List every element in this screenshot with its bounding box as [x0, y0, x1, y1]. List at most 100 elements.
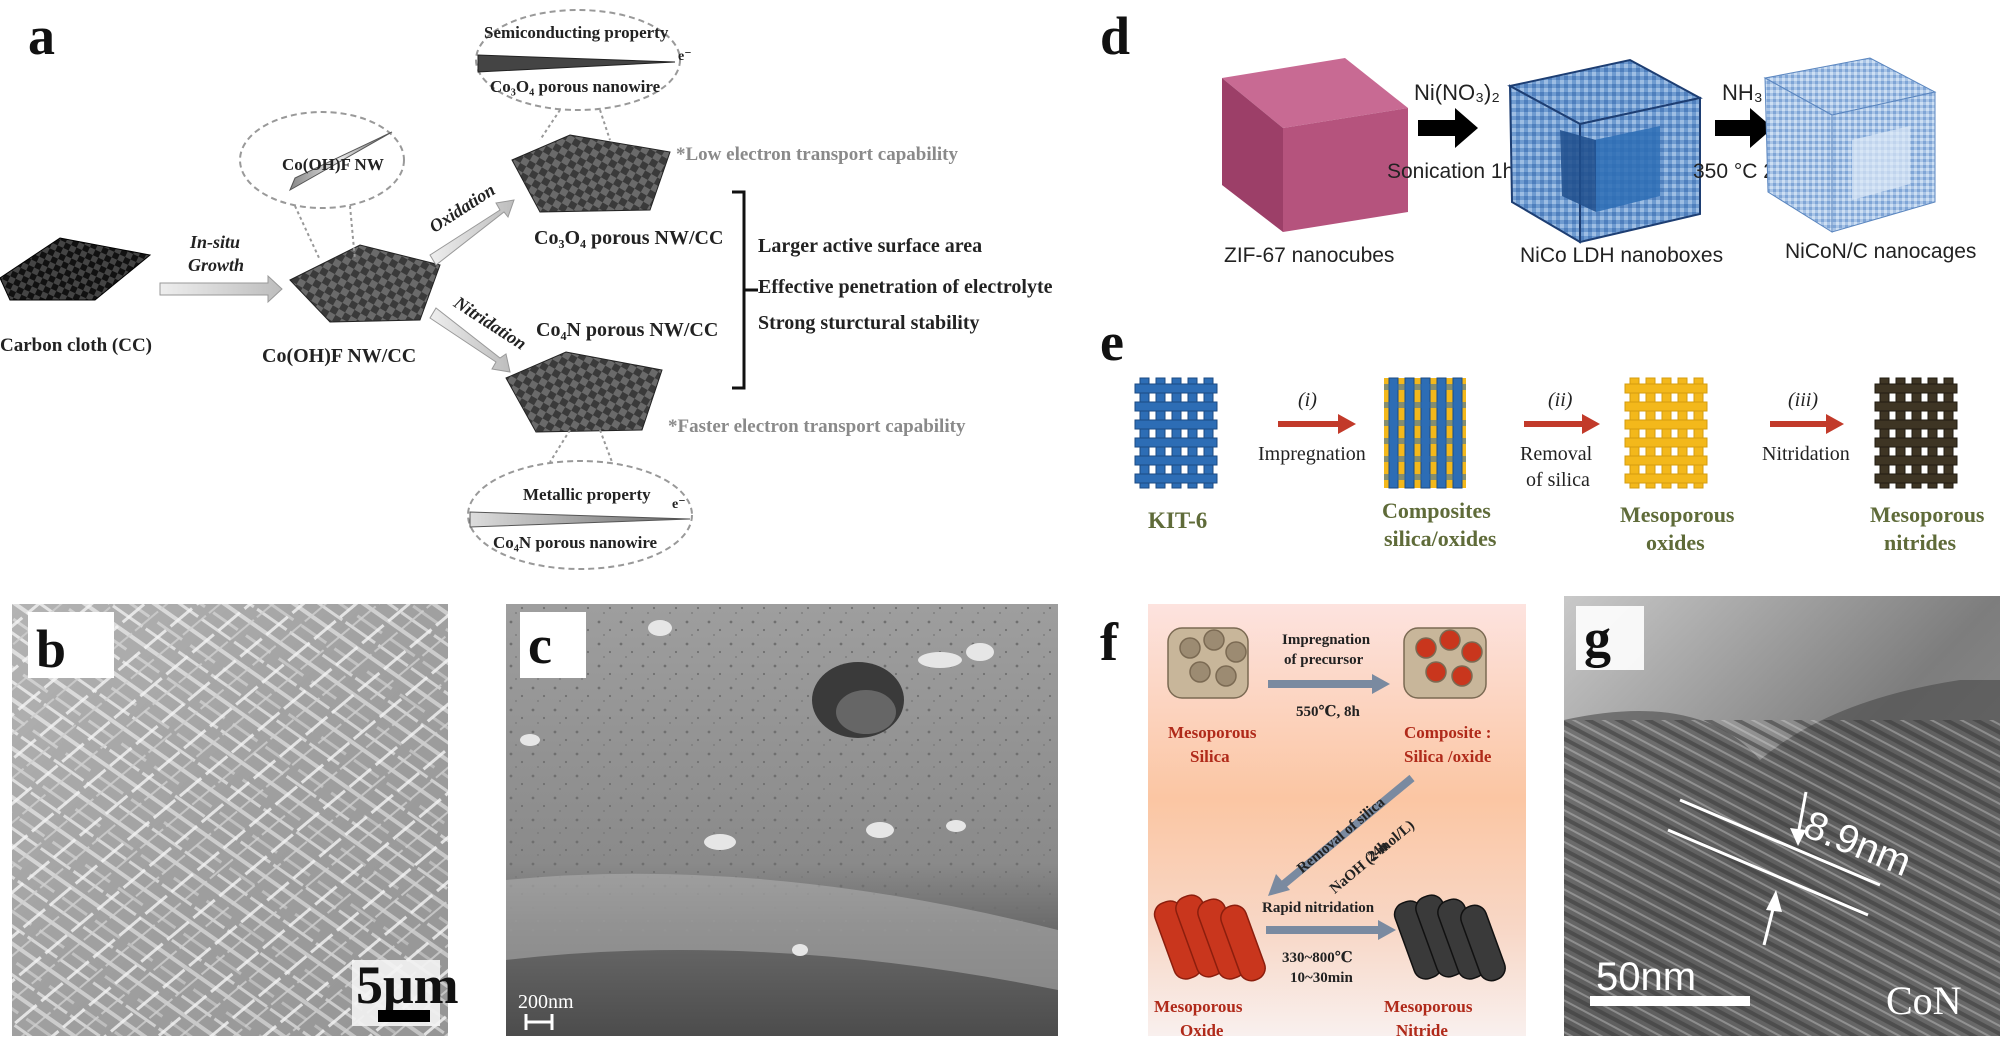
scale-bar-g [1590, 996, 1750, 1006]
step1-top: Ni(NO₃)₂ [1414, 80, 1500, 105]
step2-bottom: 350 °C 2h [1693, 160, 1787, 183]
co4n-nanowire-label: Co₄N porous nanowire [493, 533, 658, 552]
mesoporous-oxides-label-1: Mesoporous [1620, 502, 1735, 527]
panel-b: b 5μm [12, 604, 459, 1036]
metallic-label: Metallic property [523, 485, 651, 504]
impregnation-1: Impregnation [1282, 632, 1371, 648]
benefit-1: Larger active surface area [758, 235, 982, 257]
cooh-nwcc-label: Co(OH)F NW/CC [262, 345, 416, 367]
co4n-needle [469, 511, 691, 528]
step-iii-label: Nitridation [1762, 443, 1850, 465]
meso-oxide-1: Mesoporous [1154, 997, 1243, 1016]
silica-bundle [1167, 627, 1249, 699]
panel-label-g: g [1584, 608, 1611, 668]
step-i: (i) [1298, 389, 1317, 411]
nitrides-lattice [1874, 377, 1958, 489]
fringe-line-2 [1667, 828, 1869, 917]
arrow-up [1762, 904, 1776, 946]
step-ii: (ii) [1548, 389, 1573, 411]
step1-arrow [1418, 108, 1478, 148]
scale-c: 200nm [518, 991, 574, 1013]
composite-2: Silica /oxide [1404, 747, 1492, 766]
panel-e: e KIT-6 (i) Impregnation [1100, 312, 1985, 555]
mesoporous-oxides-label-2: oxides [1646, 530, 1705, 555]
meso-nitride-2: Nitride [1396, 1021, 1448, 1037]
step2-arrow [1715, 108, 1773, 148]
step-ii-label-1: Removal [1520, 443, 1593, 465]
benefit-2: Effective penetration of electrolyte [758, 276, 1053, 298]
impregnation-2: of precursor [1284, 652, 1364, 668]
co3o4-nwcc-label: Co₃O₄ porous NW/CC [534, 227, 723, 249]
temp1: 550℃, 8h [1296, 704, 1360, 720]
bracket [732, 190, 746, 390]
composite-1: Composite : [1404, 723, 1491, 742]
composites-label-1: Composites [1382, 498, 1491, 523]
panel-label-c: c [528, 615, 552, 675]
meso-nitride-1: Mesoporous [1384, 997, 1473, 1016]
low-electron-label: *Low electron transport capability [676, 144, 958, 165]
faster-electron-label: *Faster electron transport capability [668, 416, 966, 437]
insitu-label: In-situ [189, 232, 240, 252]
panel-label-f: f [1100, 612, 1119, 672]
step-iii: (iii) [1788, 389, 1818, 411]
nanocages-label: NiCoN/C nanocages [1785, 240, 1976, 263]
panel-f: f Mesoporous Silica Impregnation of prec… [1100, 604, 1526, 1037]
composites-lattice [1384, 377, 1466, 489]
panel-label-e: e [1100, 312, 1124, 372]
composite-bundle [1403, 627, 1487, 699]
surface-particles [520, 620, 994, 956]
kit6-label: KIT-6 [1148, 508, 1207, 533]
nitridation-arrow [429, 307, 511, 373]
step2-top: NH₃ [1722, 80, 1763, 105]
zif67-cube [1222, 58, 1408, 232]
nicon-cage [1763, 57, 1937, 233]
mesoporous-nitrides-label-1: Mesoporous [1870, 502, 1985, 527]
panel-g: g 8.9nm 50nm CoN [1564, 596, 2000, 1036]
nitridation-label: Nitridation [450, 292, 531, 354]
cooh-nw-needle [288, 131, 393, 192]
nitride-bundle [1393, 894, 1506, 982]
meso-silica-2: Silica [1190, 747, 1230, 766]
carbon-cloth-illustration [0, 237, 152, 301]
panel-a: a Carbon cloth (CC) In-situ Growth Co(OH… [0, 6, 1053, 570]
step1-bottom: Sonication 1h [1387, 160, 1514, 183]
temp2: 330~800℃ [1282, 950, 1353, 966]
panel-d: d ZIF-67 nanocubes Ni(NO₃)₂ Sonication 1… [1100, 6, 1976, 267]
co4n-nwcc-label: Co₄N porous NW/CC [536, 319, 718, 341]
co3o4-nwcc-illustration [511, 134, 671, 213]
rapid: Rapid nitridation [1262, 900, 1375, 916]
composites-label-2: silica/oxides [1384, 526, 1497, 551]
electron-top: e⁻ [678, 49, 692, 64]
meso-oxide-2: Oxide [1180, 1021, 1224, 1037]
time2: 10~30min [1290, 970, 1353, 986]
scale-g: 50nm [1596, 955, 1696, 999]
cooh-nwcc-illustration [289, 244, 441, 323]
panel-label-d: d [1100, 6, 1130, 66]
co3o4-needle [477, 54, 676, 73]
oxidation-arrow [429, 199, 515, 266]
removal-arrow [1281, 774, 1415, 888]
growth-arrow [159, 274, 283, 304]
panel-label-b: b [36, 619, 66, 679]
nanoboxes-label: NiCo LDH nanoboxes [1520, 244, 1723, 267]
growth-label: Growth [188, 255, 244, 275]
mesoporous-nitrides-label-2: nitrides [1884, 530, 1957, 555]
arrow-down [1796, 791, 1808, 836]
step-i-label: Impregnation [1258, 443, 1366, 465]
material-label: CoN [1886, 978, 1962, 1023]
fringe-line-1 [1679, 798, 1881, 887]
oxidation-label: Oxidation [426, 180, 499, 237]
nanocubes-label: ZIF-67 nanocubes [1224, 244, 1394, 267]
meso-silica-1: Mesoporous [1168, 723, 1257, 742]
co4n-nwcc-illustration [505, 351, 663, 433]
nico-ldh-box [1507, 58, 1703, 244]
oxides-lattice [1624, 377, 1708, 489]
cooh-nw-bubble [239, 111, 405, 209]
panel-label-a: a [28, 6, 55, 66]
carbon-cloth-label: Carbon cloth (CC) [0, 335, 152, 356]
scale-bar-b [378, 1010, 430, 1022]
kit6-lattice [1134, 377, 1218, 489]
semiconducting-label: Semiconducting property [484, 23, 669, 42]
benefit-3: Strong sturctural stability [758, 312, 980, 334]
